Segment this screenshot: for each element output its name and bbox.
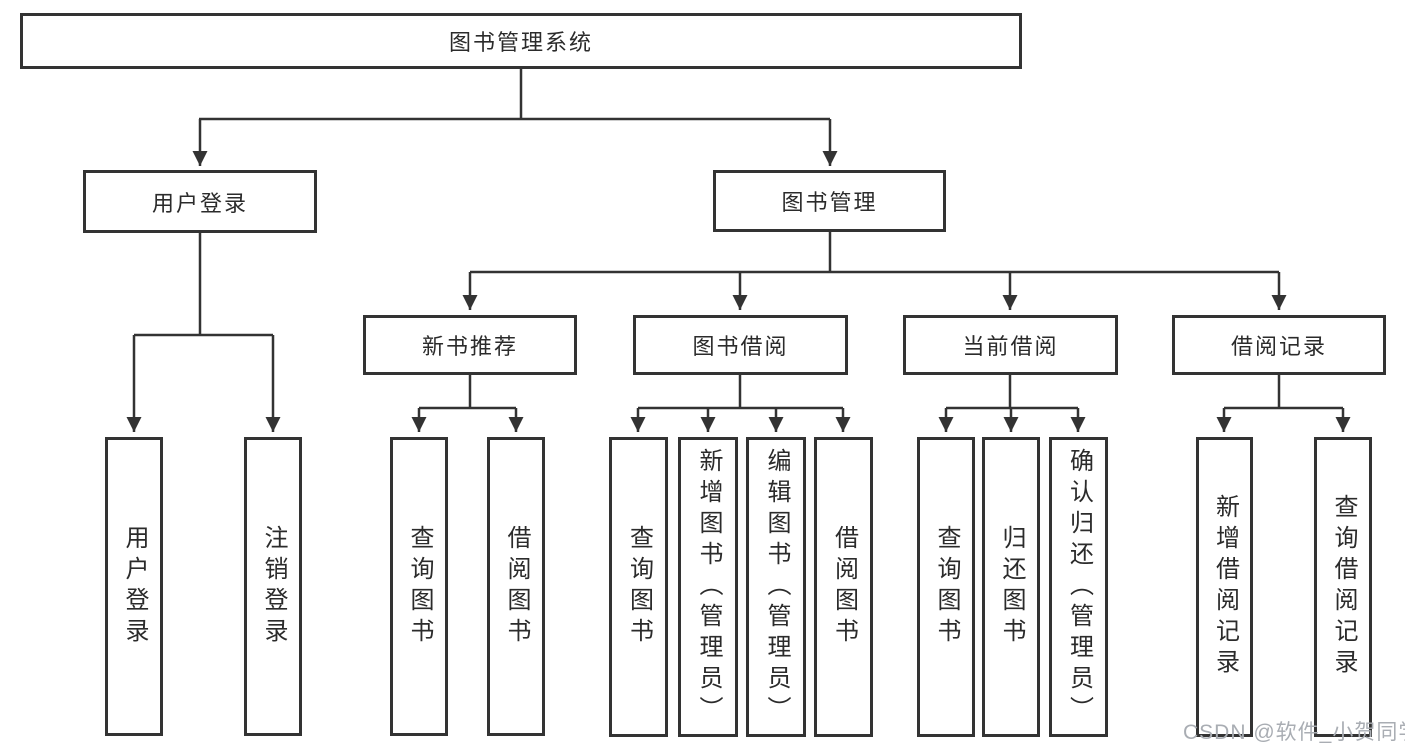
node-leaf-add-books-admin: 新增图书（管理员） [678,437,738,737]
node-leaf-query-books-1: 查询图书 [390,437,448,736]
node-borrow-records: 借阅记录 [1172,315,1386,375]
csdn-watermark: CSDN @软件_小贺同学 [1183,721,1405,744]
node-leaf-query-borrow-record: 查询借阅记录 [1314,437,1372,737]
node-leaf-borrow-books-1: 借阅图书 [487,437,545,736]
node-leaf-borrow-books-2: 借阅图书 [814,437,873,737]
node-leaf-add-borrow-record: 新增借阅记录 [1196,437,1253,737]
node-current-borrow: 当前借阅 [903,315,1118,375]
node-leaf-edit-books-admin: 编辑图书（管理员） [746,437,806,737]
node-book-management: 图书管理 [713,170,946,232]
connector-group [126,67,1351,432]
node-leaf-user-login: 用户登录 [105,437,163,736]
node-new-book-recommend: 新书推荐 [363,315,577,375]
node-book-borrow: 图书借阅 [633,315,848,375]
node-leaf-confirm-return-admin: 确认归还（管理员） [1049,437,1108,737]
node-leaf-query-books-3: 查询图书 [917,437,975,737]
node-leaf-return-books: 归还图书 [982,437,1040,737]
node-root: 图书管理系统 [20,13,1022,69]
node-leaf-query-books-2: 查询图书 [609,437,668,737]
node-user-login: 用户登录 [83,170,317,233]
node-leaf-logout: 注销登录 [244,437,302,736]
